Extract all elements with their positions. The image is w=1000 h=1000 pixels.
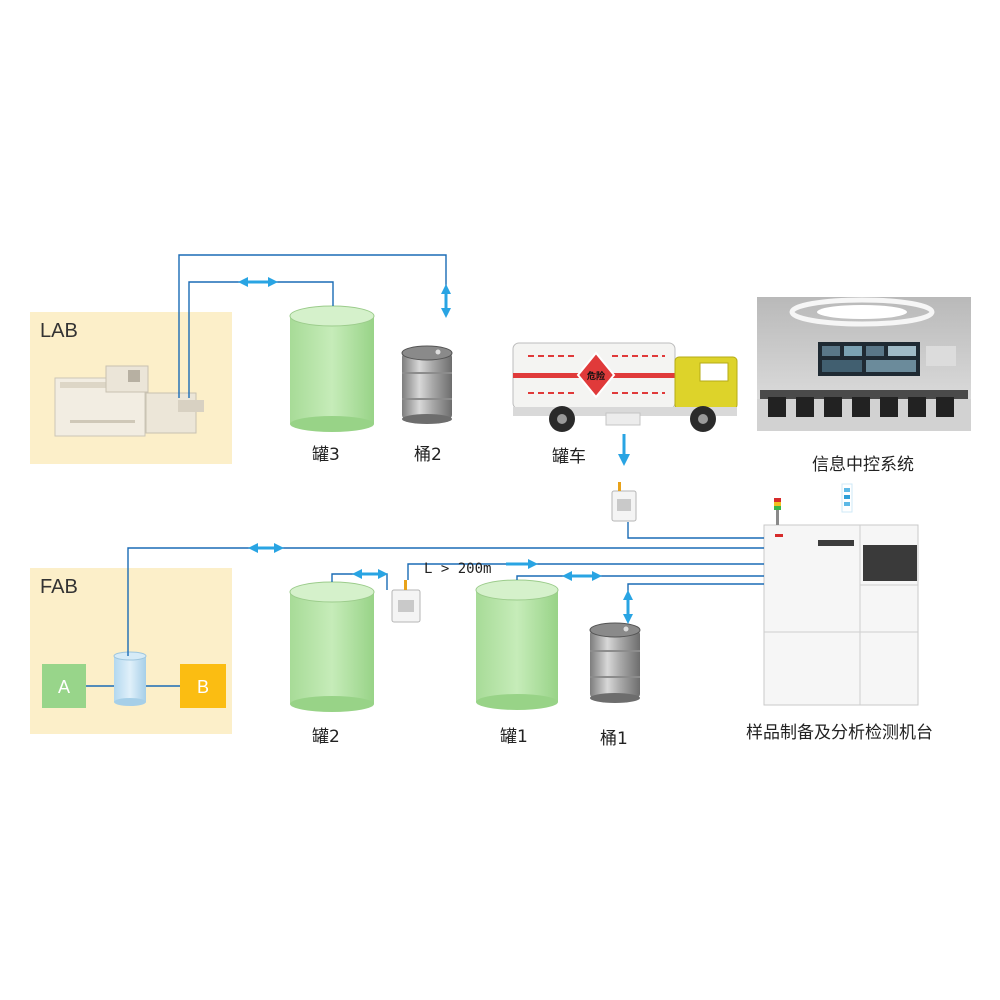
tank-1 — [475, 579, 559, 710]
tank-2 — [289, 581, 375, 712]
drum-2-label: 桶2 — [414, 445, 442, 465]
right-arrow-icon — [506, 559, 538, 569]
double-arrow-icon — [352, 569, 388, 579]
double-arrow-icon — [441, 284, 451, 318]
control-system-label: 信息中控系统 — [812, 455, 914, 475]
wireless-signal-icon — [841, 483, 853, 513]
drum-1 — [589, 622, 641, 703]
control-room-photo — [757, 297, 971, 431]
double-arrow-icon — [238, 277, 278, 287]
tanker-truck — [512, 342, 738, 432]
tank-3-label: 罐3 — [312, 445, 340, 465]
hazard-sign-text: 危险 — [586, 370, 606, 382]
double-arrow-icon — [562, 571, 602, 581]
tanker-label: 罐车 — [552, 447, 586, 467]
lab-instrument — [54, 365, 204, 437]
tank-1-label: 罐1 — [500, 727, 528, 747]
double-arrow-icon — [623, 590, 633, 624]
fab-blue-tank — [113, 651, 147, 706]
tank-2-label: 罐2 — [312, 727, 340, 747]
drum-2 — [401, 345, 453, 424]
fab-box-b-label: B — [197, 677, 209, 697]
fab-zone-label: FAB — [40, 576, 78, 598]
drum-1-label: 桶1 — [600, 729, 628, 749]
tank-3 — [289, 305, 375, 432]
fab-box-b — [180, 664, 226, 708]
down-arrow-icon — [618, 434, 630, 466]
fab-box-a-label: A — [58, 677, 70, 697]
analysis-station — [763, 498, 919, 706]
lab-zone-label: LAB — [40, 320, 78, 342]
double-arrow-icon — [248, 543, 284, 553]
fab-box-a — [42, 664, 86, 708]
flow-arrows — [238, 277, 633, 624]
sampler-unit-fab — [391, 580, 421, 623]
analysis-station-label: 样品制备及分析检测机台 — [746, 723, 933, 743]
sampler-unit-tanker — [611, 482, 637, 522]
distance-label: L > 200m — [424, 561, 492, 577]
